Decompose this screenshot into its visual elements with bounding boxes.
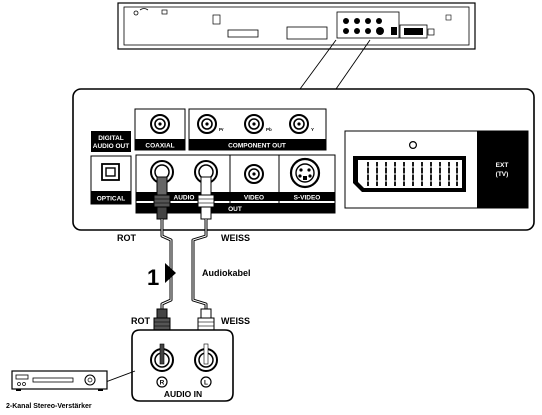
rot-label-bottom: ROT: [131, 316, 151, 326]
dvd-player-rear: [117, 2, 476, 50]
r-jack-label: R: [160, 380, 165, 387]
audiokabel-label: Audiokabel: [202, 268, 251, 278]
ext-label-line2: (TV): [496, 171, 509, 178]
enlarged-panel: [72, 88, 535, 231]
step-number: 1: [147, 265, 159, 290]
component-pr-jack: [197, 114, 217, 134]
ext-label-line1: EXT: [496, 162, 509, 169]
s-video-jack: [289, 157, 321, 189]
stereo-amplifier-device: [11, 370, 108, 391]
zoom-line-left: [299, 39, 337, 90]
l-jack-label: L: [204, 380, 208, 387]
component-pb-jack: [244, 114, 264, 134]
s-video-label: S-VIDEO: [294, 195, 321, 202]
amplifier-audio-in-panel: [131, 329, 234, 402]
optical-label: OPTICAL: [97, 196, 126, 203]
audio-in-label: AUDIO IN: [164, 389, 202, 399]
coaxial-jack: [150, 114, 170, 134]
y-label: Y: [311, 127, 314, 132]
zoom-line-right: [335, 39, 371, 90]
weiss-label-top: WEISS: [221, 233, 250, 243]
video-label: VIDEO: [244, 195, 264, 202]
coaxial-label: COAXIAL: [145, 143, 174, 150]
out-label: OUT: [228, 206, 242, 213]
scart-connector: [353, 156, 466, 192]
pb-label: Pb: [266, 127, 272, 132]
optical-port: [101, 163, 120, 181]
weiss-label-bottom: WEISS: [221, 316, 250, 326]
component-out-label: COMPONENT OUT: [228, 143, 286, 150]
audio-label: AUDIO: [174, 195, 195, 202]
rot-label-top: ROT: [117, 233, 137, 243]
audio-cable: [160, 219, 208, 310]
audio-l-plug: [150, 160, 174, 220]
digital-label-line2: AUDIO OUT: [93, 143, 130, 150]
amplifier-caption: 2-Kanal Stereo-Verstärker: [6, 403, 92, 410]
digital-label-line1: DIGITAL: [98, 135, 124, 142]
video-jack: [244, 164, 264, 184]
step-arrow-icon: [165, 263, 176, 283]
pr-label: Pr: [219, 127, 224, 132]
component-y-jack: [289, 114, 309, 134]
